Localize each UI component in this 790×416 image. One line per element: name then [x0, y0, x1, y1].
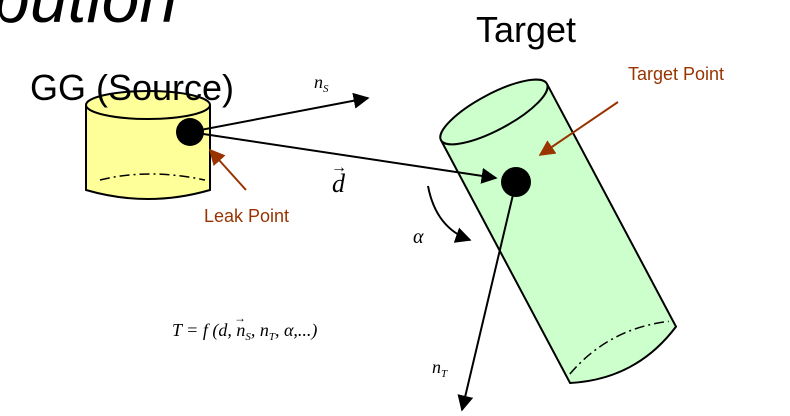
source-cylinder-top	[85, 90, 211, 120]
n-t-label: nT	[432, 357, 448, 380]
leak-point-dot	[176, 118, 204, 146]
d-vector-label: d	[332, 169, 346, 198]
formula-n2: n	[260, 320, 269, 340]
target-cylinder-hidden-edge	[569, 320, 669, 375]
angle-alpha-arc	[427, 185, 472, 243]
formula-sub-s: S	[245, 331, 251, 343]
source-normal-vector	[189, 92, 370, 133]
leak-point-label: Leak Point	[204, 206, 289, 226]
target-point-dot	[501, 167, 531, 197]
n-s-sub: S	[323, 83, 329, 95]
n-t-sub: T	[441, 368, 448, 380]
n-s-base: n	[314, 72, 323, 92]
source-label: GG (Source)	[30, 67, 234, 108]
formula-sub-t: T	[269, 331, 276, 343]
formula-sep-2: ,	[251, 320, 260, 340]
target-point-label: Target Point	[628, 64, 724, 84]
formula-suffix: , α,...)	[275, 320, 317, 341]
distance-vector	[189, 131, 498, 184]
formula-sep-1: ,	[227, 320, 236, 340]
target-cylinder-body	[440, 83, 678, 384]
n-s-label: nS	[314, 72, 329, 95]
formula-d-arrow: →	[234, 311, 246, 325]
formula: T = f (d, nS, nT, α,...)	[172, 320, 317, 343]
title-fragment: bution	[0, 0, 177, 37]
alpha-label: α	[413, 226, 424, 248]
formula-prefix: T = f (	[172, 320, 219, 341]
leak-point-arrow	[208, 148, 247, 191]
n-t-base: n	[432, 357, 441, 377]
d-vector-arrow: →	[331, 159, 347, 176]
target-cylinder-top	[439, 78, 549, 146]
target-point-arrow	[538, 101, 619, 156]
target-cylinder	[439, 78, 678, 384]
formula-n: n	[236, 320, 245, 340]
formula-d: d	[218, 320, 228, 340]
target-label: Target	[476, 9, 576, 50]
target-normal-vector	[457, 181, 517, 412]
